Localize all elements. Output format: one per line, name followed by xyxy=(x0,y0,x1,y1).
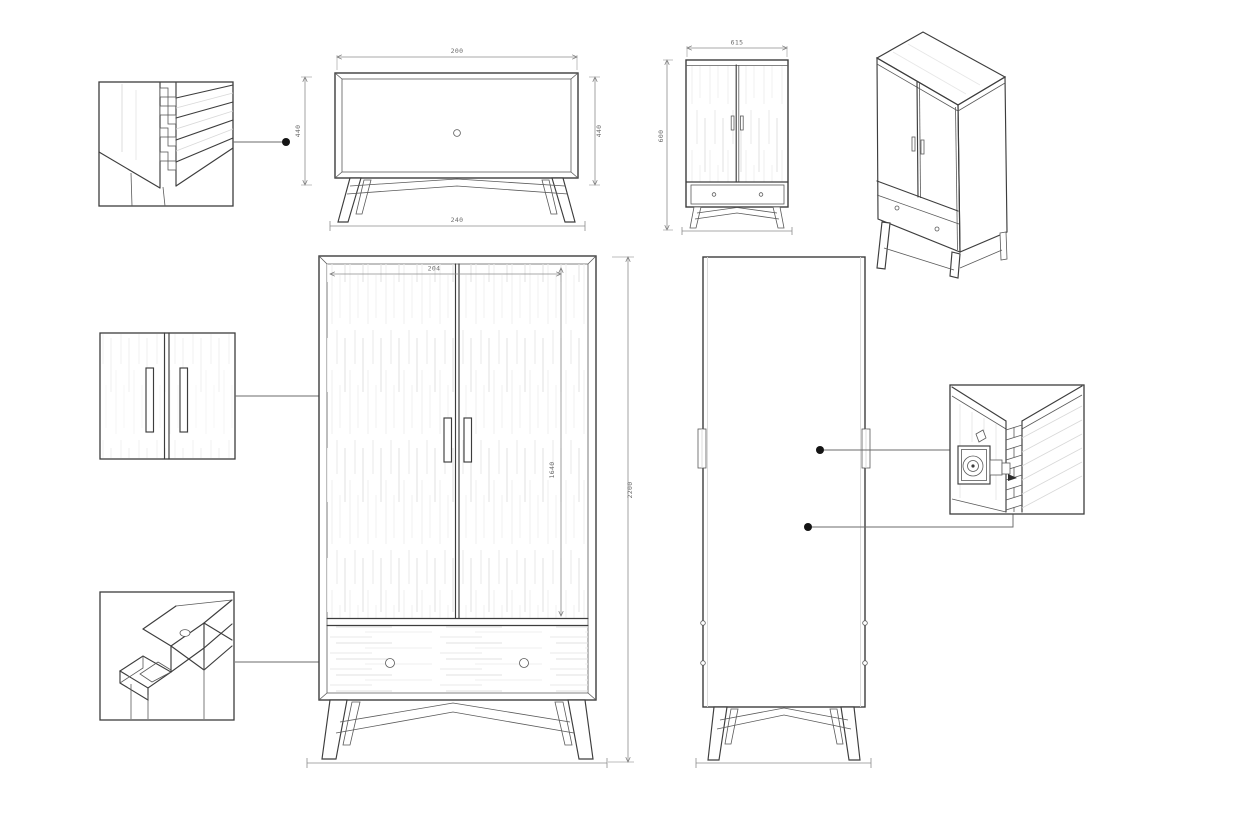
detail-view-corner-joint xyxy=(98,81,234,207)
dim-small-front-left: 600 xyxy=(657,59,673,231)
small-wardrobe-handle-left xyxy=(730,115,735,131)
dim-label-small-front-left: 600 xyxy=(657,130,665,143)
iso-handle-left xyxy=(911,136,916,152)
leader-lock-lower xyxy=(804,514,1014,531)
leader-dot-lock-upper xyxy=(816,446,824,454)
leader-corner-joint xyxy=(233,138,290,146)
detail-view-lock-joint xyxy=(949,384,1085,515)
iso-handle-right xyxy=(920,139,925,155)
dim-side-bottom xyxy=(695,758,872,768)
dim-small-front-top: 615 xyxy=(686,39,788,57)
dim-label-overall-height: 2200 xyxy=(626,482,634,499)
detail-view-leg-joint xyxy=(99,591,235,721)
lock-latch xyxy=(989,459,1003,476)
dim-wardrobe-door-width: 204 xyxy=(329,265,562,277)
wardrobe-handle-left xyxy=(443,417,453,463)
leader-dot-lock-lower xyxy=(804,523,812,531)
dim-label-sideboard-top: 200 xyxy=(451,47,464,55)
dim-label-small-front-top: 615 xyxy=(731,39,744,47)
view-wardrobe-small-front: 615 600 xyxy=(657,39,793,235)
small-wardrobe-handle-right xyxy=(740,115,744,131)
dim-wardrobe-overall-height: 2200 xyxy=(608,256,634,763)
detail-view-door-handles xyxy=(99,332,236,460)
dim-wardrobe-door-height: 1640 xyxy=(548,267,564,617)
dowel-hole xyxy=(179,629,191,637)
dim-label-sideboard-right: 440 xyxy=(595,125,603,138)
dim-label-door-width: 204 xyxy=(428,265,441,273)
drawer-knob-left xyxy=(385,658,395,668)
dim-label-sideboard-left: 440 xyxy=(294,125,302,138)
dim-sideboard-left: 440 xyxy=(294,76,312,186)
detail-box-frame xyxy=(98,81,234,207)
drawer-knob-right xyxy=(519,658,529,668)
leader-lock-upper xyxy=(816,446,950,454)
wardrobe-handle-right xyxy=(463,417,473,463)
view-wardrobe-isometric xyxy=(875,31,1008,279)
lock-tab xyxy=(975,429,987,443)
dim-sideboard-top: 200 xyxy=(336,47,578,70)
dim-sideboard-right: 440 xyxy=(589,76,603,186)
dim-wardrobe-bottom xyxy=(306,758,608,768)
leader-dot-corner-joint xyxy=(282,138,290,146)
dim-sideboard-bottom: 240 xyxy=(329,216,586,231)
detail-handle-right xyxy=(179,367,189,433)
dim-label-door-height: 1640 xyxy=(548,462,556,479)
detail-handle-left xyxy=(145,367,155,433)
view-wardrobe-front: 204 1640 2200 xyxy=(306,255,634,768)
view-sideboard-front: 200 440 440 240 xyxy=(294,47,603,231)
sideboard-knob xyxy=(453,129,461,137)
detail-box-frame xyxy=(99,591,235,721)
view-wardrobe-side xyxy=(695,256,872,768)
dim-label-sideboard-bottom: 240 xyxy=(451,216,464,224)
